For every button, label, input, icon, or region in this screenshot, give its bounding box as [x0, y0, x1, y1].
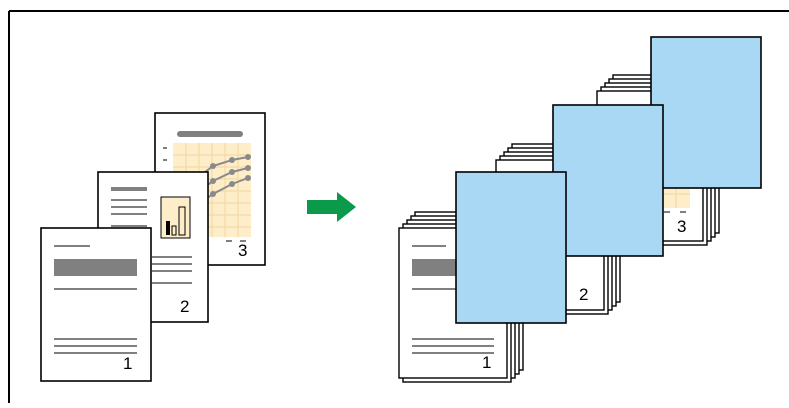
source-page-1: 1: [40, 227, 152, 382]
page-number: 1: [123, 354, 132, 373]
output-sets: 3 2: [398, 36, 762, 383]
page-number: 1: [482, 353, 491, 372]
page-number: 2: [579, 285, 588, 304]
page-number: 2: [180, 297, 189, 316]
page-number: 3: [677, 217, 686, 236]
bar-chart-icon: [160, 196, 191, 239]
separator-sheet-2: [552, 104, 664, 257]
original-documents: 3 2: [40, 112, 266, 382]
separator-sheet-1: [455, 171, 567, 324]
right-arrow-icon: [307, 192, 356, 222]
frame: [8, 10, 789, 403]
page-number: 3: [238, 241, 247, 260]
separator-sheet-3: [650, 36, 762, 189]
